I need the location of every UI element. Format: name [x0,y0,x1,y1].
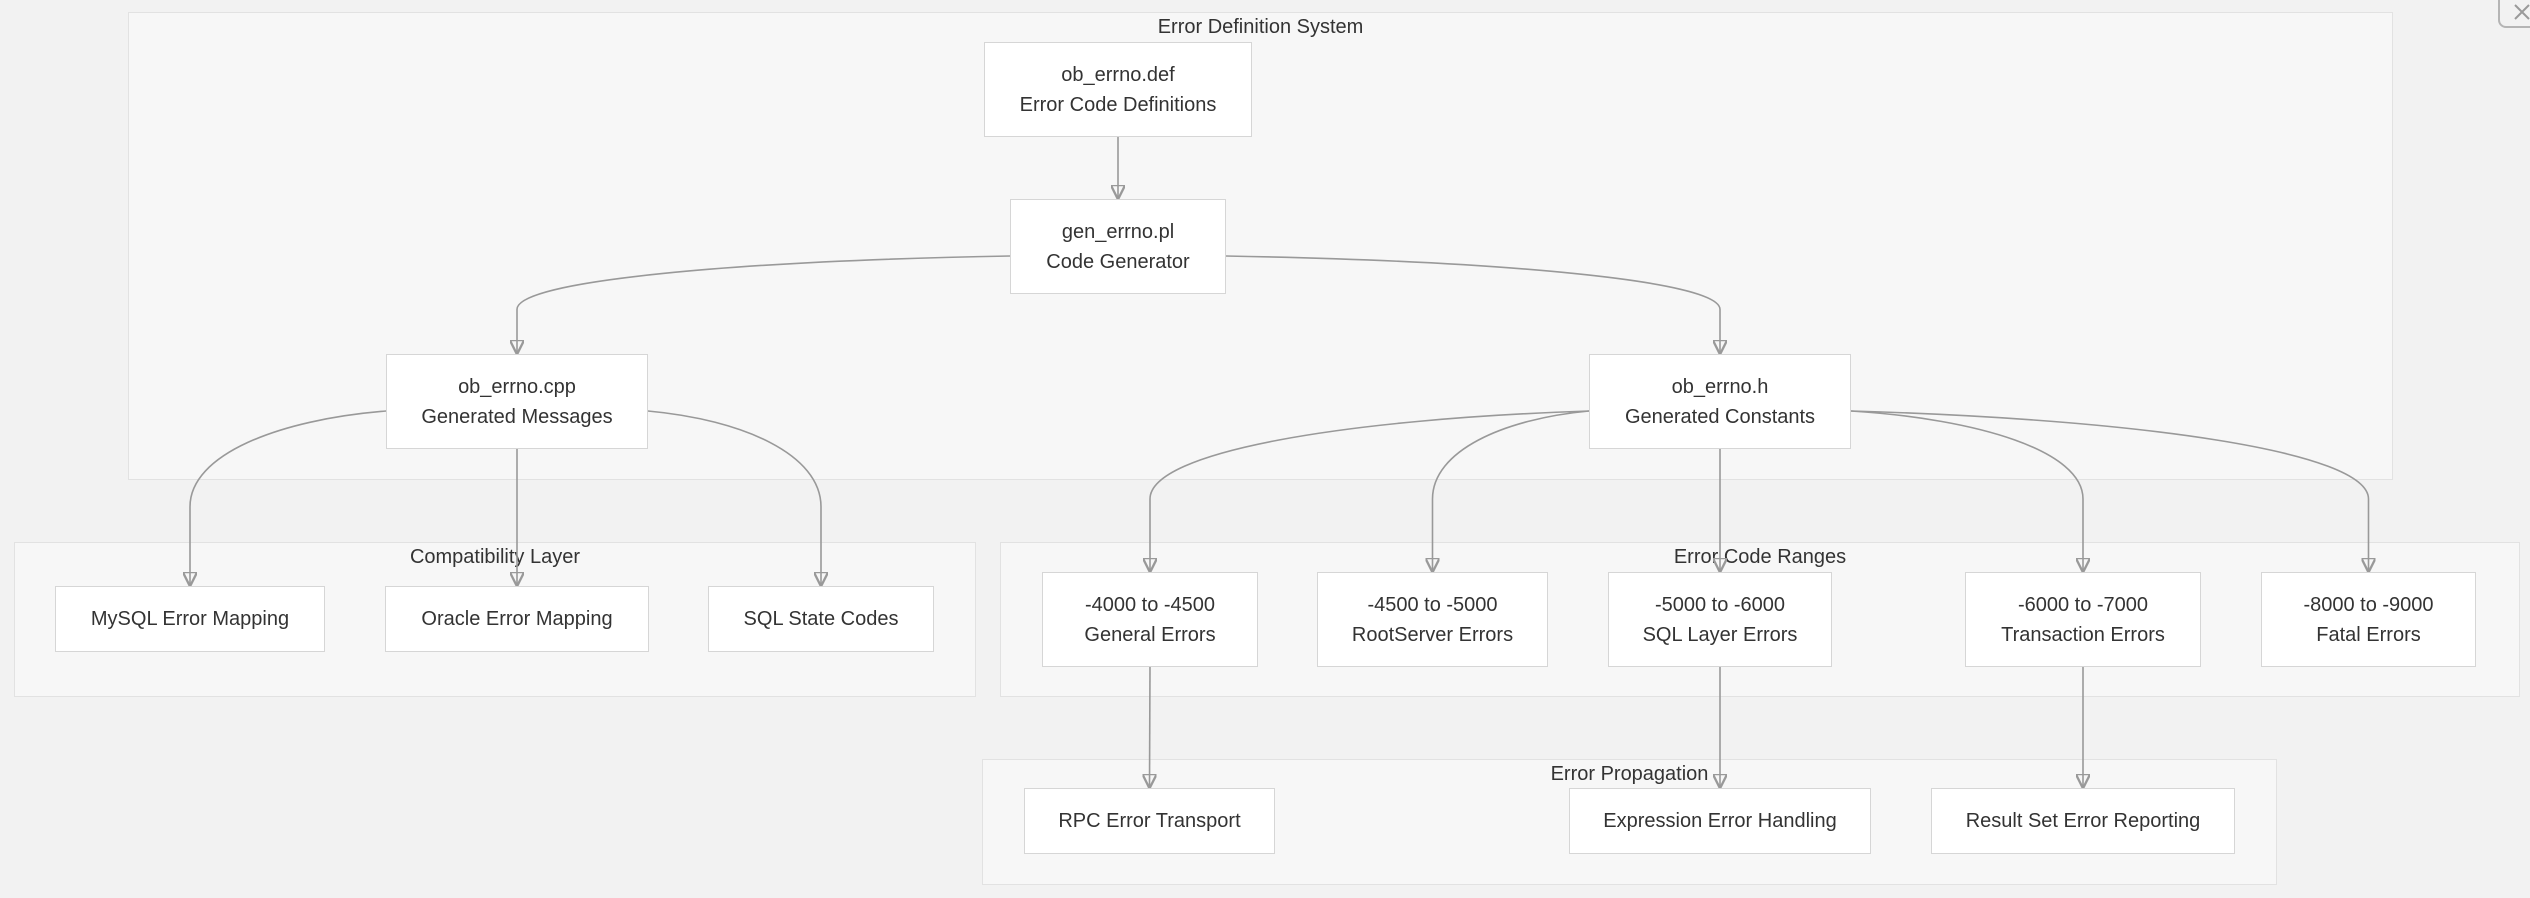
node-subtitle: Transaction Errors [2001,623,2165,646]
node-subtitle: Error Code Definitions [1019,93,1217,116]
node-sql-state-codes[interactable]: SQL State Codes [708,586,934,652]
node-subtitle: Code Generator [1046,250,1190,273]
node-range-sql-layer-errors[interactable]: -5000 to -6000 SQL Layer Errors [1608,572,1832,667]
node-ob-errno-def[interactable]: ob_errno.def Error Code Definitions [984,42,1252,137]
node-oracle-error-mapping[interactable]: Oracle Error Mapping [385,586,649,652]
node-range-fatal-errors[interactable]: -8000 to -9000 Fatal Errors [2261,572,2476,667]
close-icon [2514,4,2530,20]
node-range-transaction-errors[interactable]: -6000 to -7000 Transaction Errors [1965,572,2201,667]
node-subtitle: Generated Constants [1624,405,1816,428]
node-title: ob_errno.def [1061,63,1175,86]
group-title: Error Propagation [1550,763,1709,785]
node-title: -6000 to -7000 [2017,593,2149,616]
node-ob-errno-cpp[interactable]: ob_errno.cpp Generated Messages [386,354,648,449]
node-title: -4000 to -4500 [1084,593,1216,616]
node-title: MySQL Error Mapping [90,608,290,630]
group-title: Error Definition System [1157,16,1364,38]
group-title: Error Code Ranges [1673,546,1847,568]
node-ob-errno-h[interactable]: ob_errno.h Generated Constants [1589,354,1851,449]
node-range-general-errors[interactable]: -4000 to -4500 General Errors [1042,572,1258,667]
node-title: Oracle Error Mapping [421,608,613,630]
node-title: gen_errno.pl [1061,220,1175,243]
node-title: -5000 to -6000 [1654,593,1786,616]
node-gen-errno-pl[interactable]: gen_errno.pl Code Generator [1010,199,1226,294]
node-subtitle: Generated Messages [421,405,613,428]
node-range-rootserver-errors[interactable]: -4500 to -5000 RootServer Errors [1317,572,1548,667]
close-button[interactable] [2498,0,2530,28]
node-title: -4500 to -5000 [1367,593,1498,616]
node-title: Expression Error Handling [1603,810,1837,832]
node-mysql-error-mapping[interactable]: MySQL Error Mapping [55,586,325,652]
node-subtitle: RootServer Errors [1351,623,1514,646]
node-rpc-error-transport[interactable]: RPC Error Transport [1024,788,1275,854]
node-title: SQL State Codes [743,608,899,630]
group-title: Compatibility Layer [409,546,581,568]
node-title: -8000 to -9000 [2303,593,2434,616]
node-title: ob_errno.h [1671,375,1769,398]
node-title: ob_errno.cpp [458,375,576,398]
node-subtitle: Fatal Errors [2316,623,2421,646]
node-subtitle: SQL Layer Errors [1642,623,1798,646]
node-result-set-error-reporting[interactable]: Result Set Error Reporting [1931,788,2235,854]
node-title: RPC Error Transport [1058,810,1241,832]
node-title: Result Set Error Reporting [1965,810,2201,832]
node-expression-error-handling[interactable]: Expression Error Handling [1569,788,1871,854]
node-subtitle: General Errors [1084,623,1216,646]
